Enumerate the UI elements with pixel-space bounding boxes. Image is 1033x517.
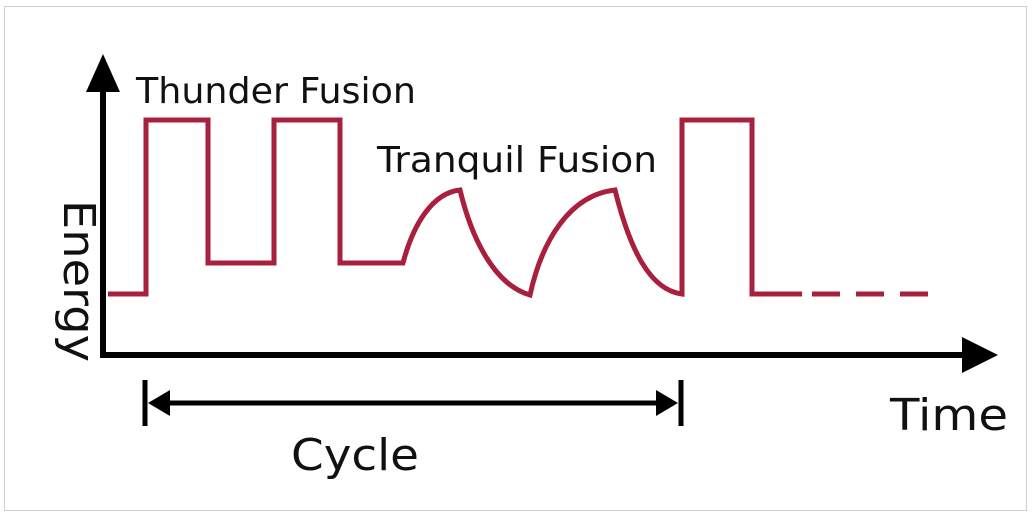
x-axis-arrowhead (962, 337, 998, 373)
tranquil-fusion-label: Tranquil Fusion (376, 140, 657, 181)
y-axis-label: Energy (53, 200, 104, 362)
y-axis-arrowhead (86, 54, 120, 92)
cycle-label: Cycle (291, 430, 419, 481)
energy-waveform (108, 117, 802, 299)
diagram-border (4, 6, 1027, 511)
cycle-left-arrowhead (148, 390, 170, 416)
cycle-right-arrowhead (656, 390, 678, 416)
x-axis-label: Time (889, 390, 1008, 441)
thunder-fusion-label: Thunder Fusion (135, 71, 416, 112)
